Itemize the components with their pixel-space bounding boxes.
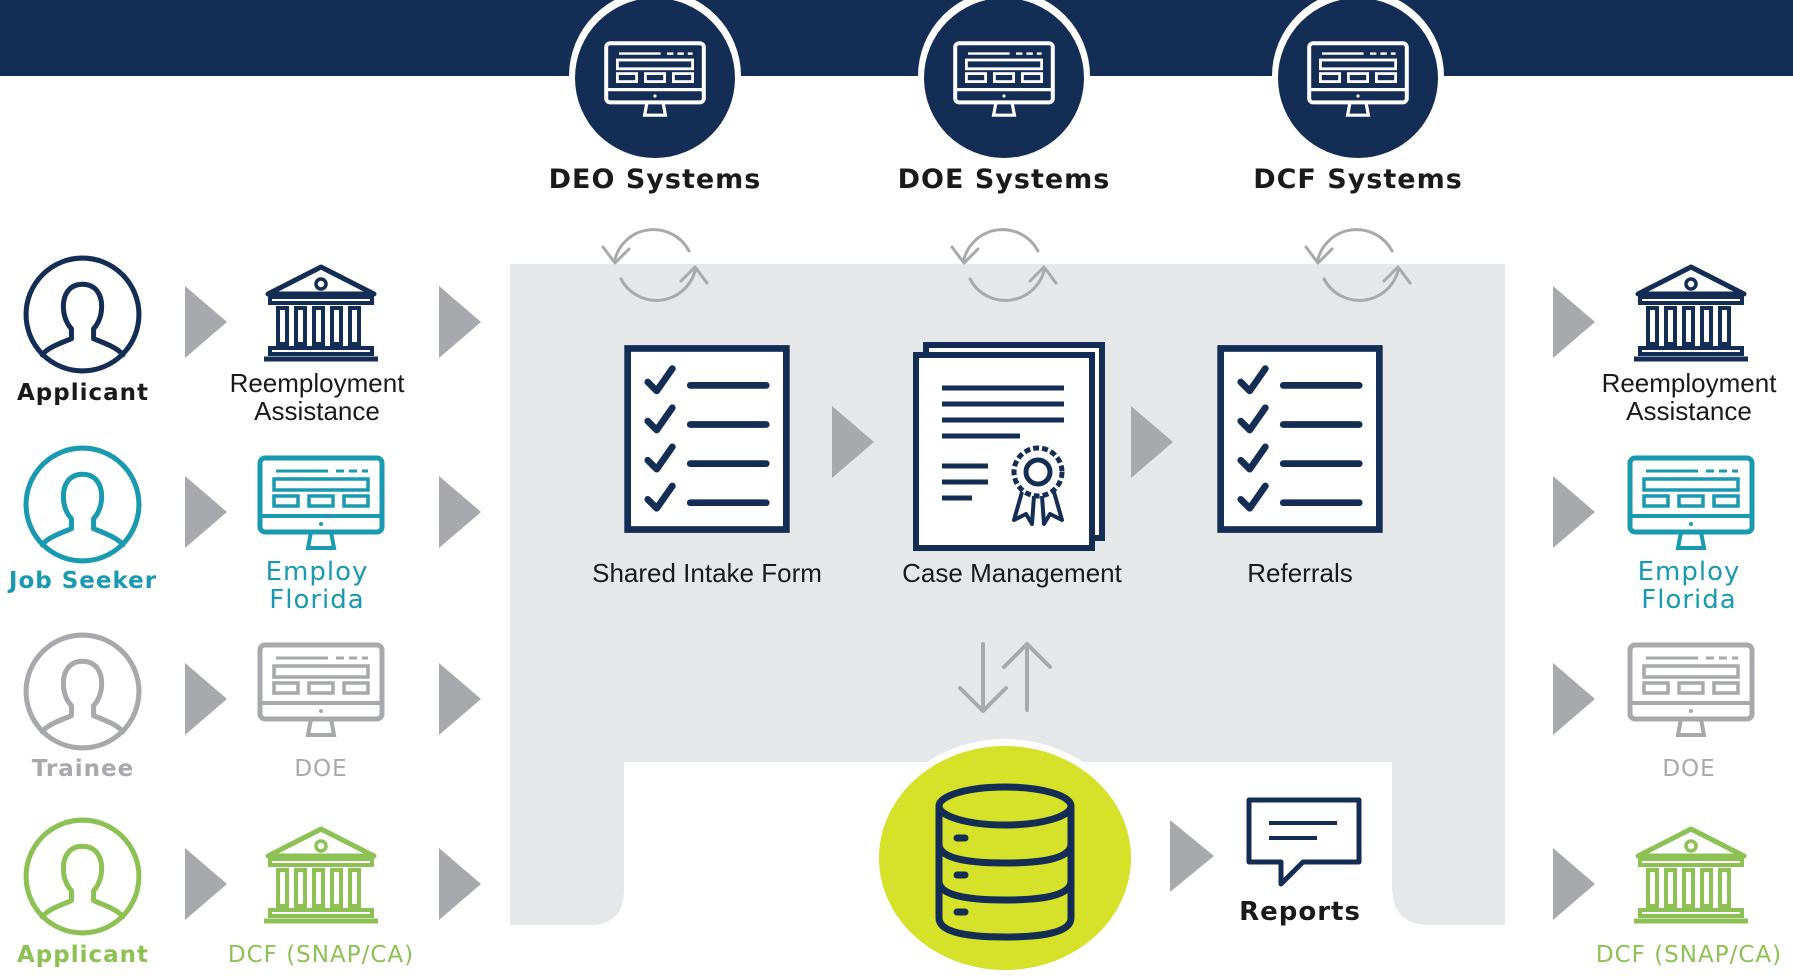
user-label: Applicant [17,942,149,968]
system-label: DEO Systems [549,164,762,195]
flow-arrow [1553,476,1595,548]
computer-icon [260,645,382,735]
computer-icon [1630,645,1752,735]
agency-label-line1: Reemployment [230,368,406,398]
sync-icon [950,228,1058,302]
agency-label-line2: Florida [269,585,364,615]
arrow-to-reports [1170,820,1214,892]
building-icon [1634,829,1748,921]
agency-label-line1: Employ [266,557,369,587]
left-agency-3: DOE [260,645,481,782]
flow-arrow [832,406,874,478]
person-icon [26,635,139,748]
flow-arrow [439,286,481,358]
agency-label: DCF (SNAP/CA) [228,942,414,968]
agency-label-line2: Florida [1641,585,1736,615]
flow-arrow [185,286,227,358]
computer-icon [260,458,382,548]
flow-arrow [1553,286,1595,358]
checklist-icon [1221,348,1380,529]
header-band [0,0,1793,76]
building-icon [1634,267,1748,359]
flow-arrow [439,476,481,548]
person-icon [26,258,139,371]
agency-label: DOE [294,756,347,782]
flow-arrow [1131,406,1173,478]
system-label: DOE Systems [898,164,1111,195]
user-label: Trainee [32,756,134,782]
agency-label: DCF (SNAP/CA) [1596,942,1782,968]
sync-icon [601,228,709,302]
flow-arrow [185,476,227,548]
computer-icon [1630,458,1752,548]
system-label: DCF Systems [1253,164,1463,195]
checklist-icon [628,348,787,529]
system-badge: DOE Systems [898,0,1111,302]
certificate-document-icon [913,342,1105,551]
left-user-4: Applicant [17,820,227,968]
system-badge: DEO Systems [549,0,762,302]
database-icon [935,783,1075,941]
process-label: Shared Intake Form [592,558,822,588]
agency-label-line1: Reemployment [1602,368,1778,398]
database-node [874,739,1136,973]
agency-label: DOE [1662,756,1715,782]
flow-arrow [1553,663,1595,735]
flow-arrow [185,663,227,735]
agency-label-line1: Employ [1638,557,1741,587]
user-label: Job Seeker [7,568,157,594]
process-step-1: Shared Intake Form [592,348,822,588]
sync-icon [1304,228,1412,302]
right-agency-3: DOE [1553,645,1752,782]
agency-label-line2: Assistance [254,396,380,426]
flow-arrow [439,663,481,735]
speech-bubble-icon [1246,797,1362,887]
left-user-2: Job Seeker [7,448,227,594]
process-step-2: Case Management [902,342,1123,588]
system-badge: DCF Systems [1253,0,1463,302]
reports-node: Reports [1239,797,1362,927]
flow-arrow [439,848,481,920]
agency-label-line2: Assistance [1626,396,1752,426]
left-agency-4: DCF (SNAP/CA) [228,829,481,968]
process-label: Referrals [1247,558,1352,588]
person-icon [26,820,139,933]
reports-label: Reports [1239,897,1361,927]
process-step-3: Referrals [1221,348,1380,588]
sync-arrows-icon [958,642,1052,713]
right-agency-4: DCF (SNAP/CA) [1553,829,1782,968]
person-icon [26,448,139,561]
flow-arrow [1553,848,1595,920]
building-icon [264,267,378,359]
process-label: Case Management [902,558,1122,588]
user-label: Applicant [17,380,149,406]
building-icon [264,829,378,921]
left-user-3: Trainee [26,635,227,782]
flow-arrow [185,848,227,920]
left-user-1: Applicant [17,258,227,406]
